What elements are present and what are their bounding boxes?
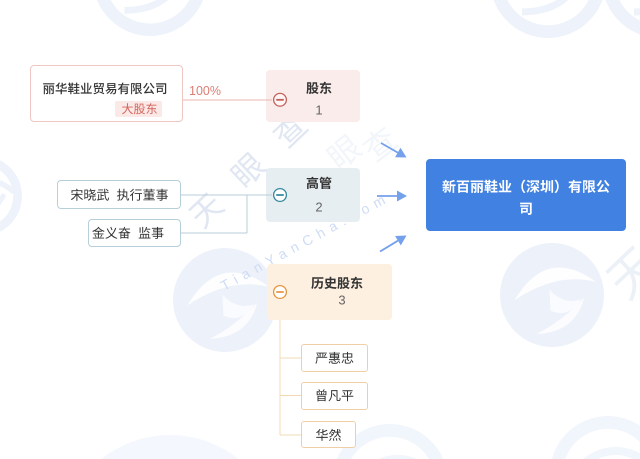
svg-text:100%: 100% — [189, 84, 221, 98]
svg-text:3: 3 — [338, 293, 345, 308]
svg-text:2: 2 — [315, 200, 322, 215]
svg-text:1: 1 — [315, 103, 322, 118]
